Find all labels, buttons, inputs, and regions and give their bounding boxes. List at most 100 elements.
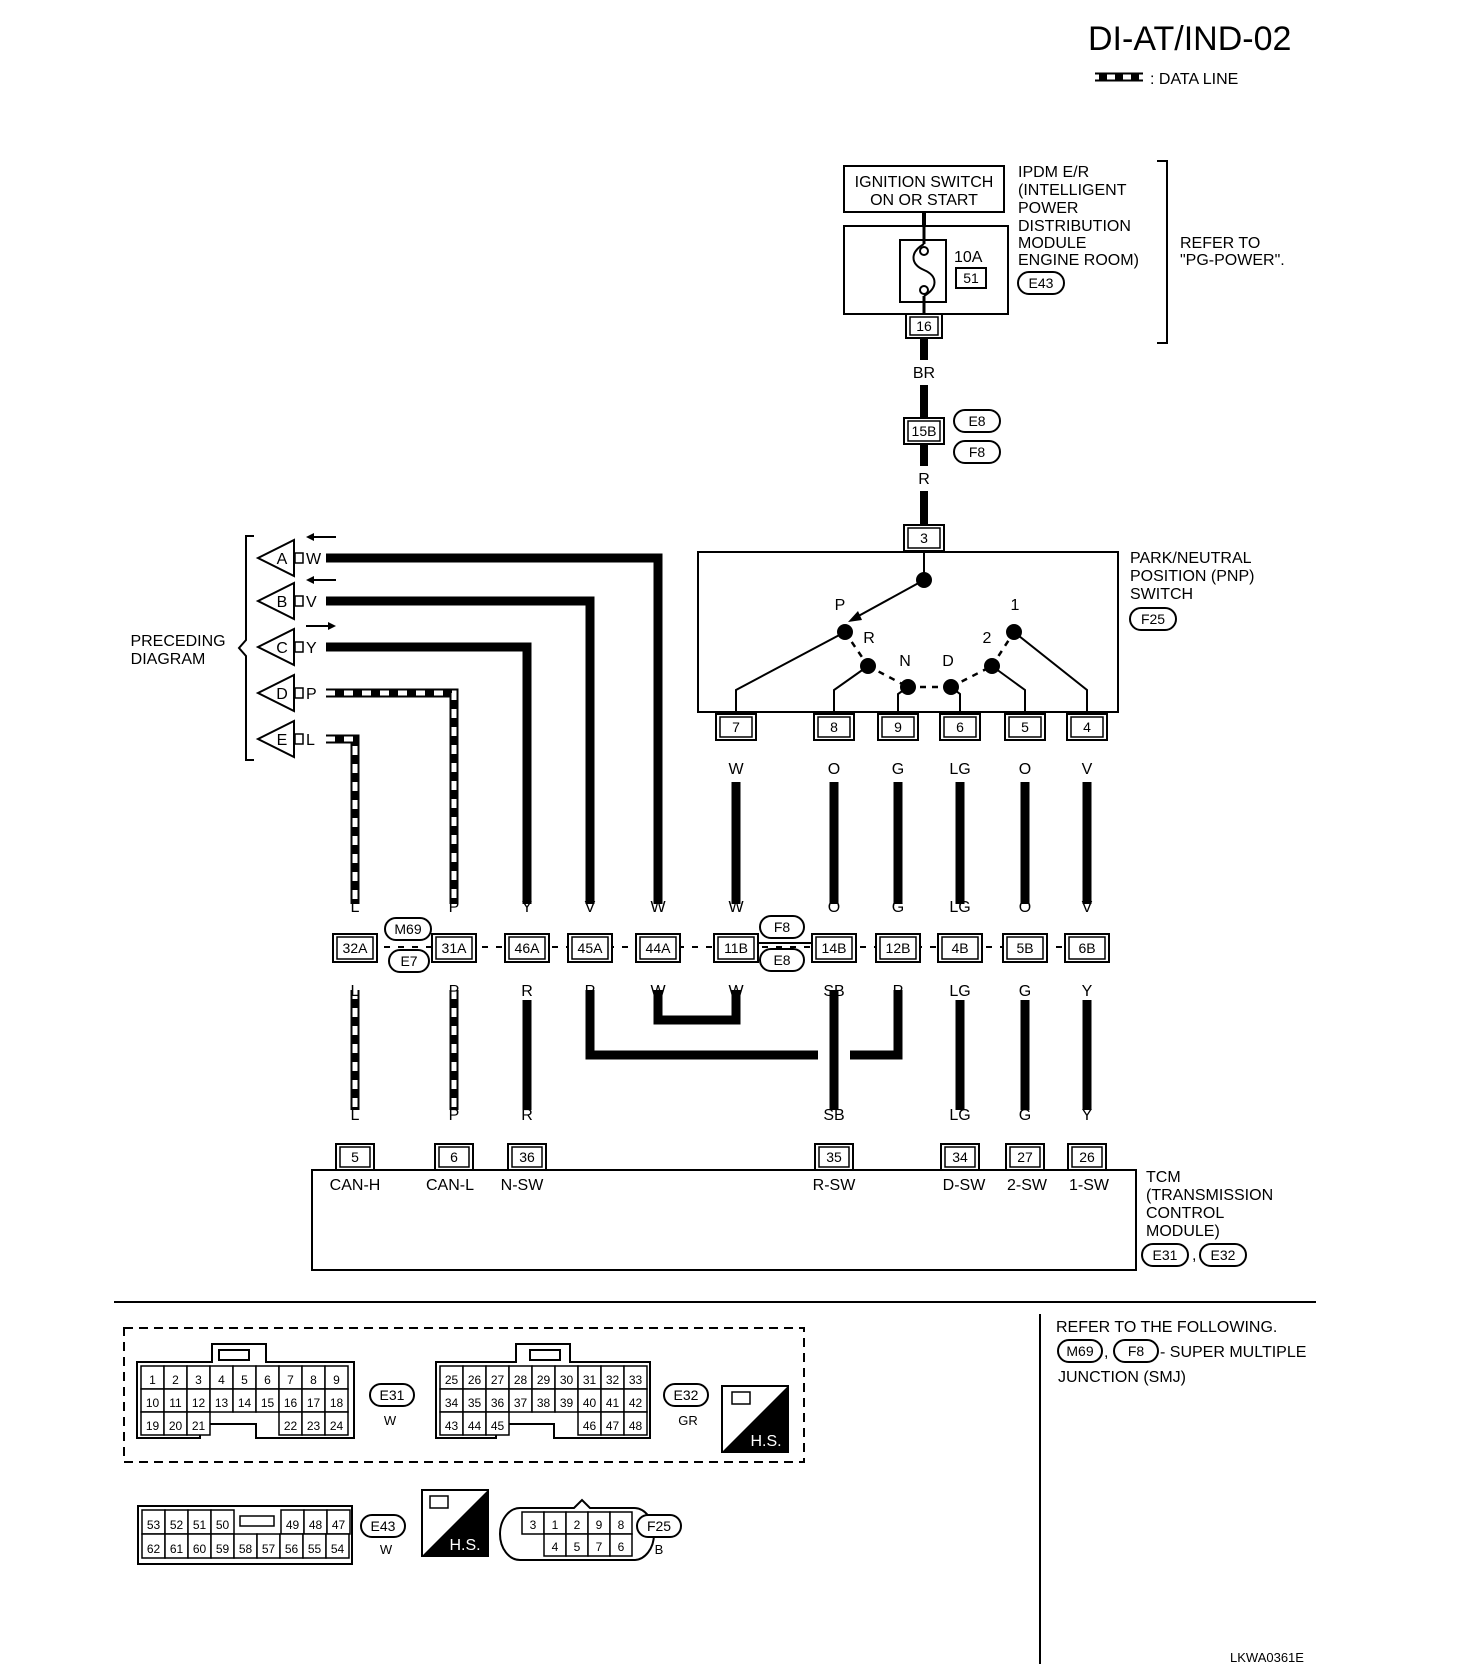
connector-pin-label: 29 bbox=[537, 1373, 551, 1387]
connector-pin-label: 55 bbox=[308, 1542, 322, 1556]
connector-pin-label: 60 bbox=[193, 1542, 207, 1556]
refer-connector-f8: F8 bbox=[1128, 1343, 1145, 1359]
data-line-wires bbox=[326, 688, 459, 1110]
junction-bottom-wire: W bbox=[650, 983, 666, 1000]
refer-connector-m69: M69 bbox=[1066, 1343, 1093, 1359]
junction-top-wire: W bbox=[728, 899, 744, 916]
pnp-pins: 7 W 8 O 9 G 6 LG 5 O bbox=[715, 713, 1108, 778]
wire-color-br: BR bbox=[913, 365, 935, 382]
hand-icon bbox=[731, 1391, 751, 1405]
connector-pin-label: 28 bbox=[514, 1373, 528, 1387]
junction-connector-f8: F8 bbox=[774, 919, 791, 935]
connector-pin-label: 38 bbox=[537, 1396, 551, 1410]
tcm-pin-number: 6 bbox=[450, 1149, 458, 1165]
connector-pin-label: 59 bbox=[216, 1542, 230, 1556]
tcm-pin: P 6 CAN-L bbox=[426, 1107, 474, 1194]
junction-pin-number: 31A bbox=[442, 940, 468, 956]
pnp-pin: 4 V bbox=[1066, 713, 1108, 778]
pnp-wire-color: O bbox=[1019, 761, 1031, 778]
pnp-pin: 5 O bbox=[1004, 713, 1046, 778]
preceding-item: C Y bbox=[255, 622, 336, 667]
connector-cell bbox=[186, 1411, 211, 1436]
junction-top-wire: L bbox=[351, 899, 360, 916]
junction-bottom-wire: P bbox=[893, 983, 904, 1000]
ignition-switch-label: IGNITION SWITCH bbox=[855, 174, 994, 191]
junction-bottom-wire: Y bbox=[1082, 983, 1093, 1000]
connector-pin-label: 11 bbox=[169, 1396, 182, 1410]
junction-pin: V 45A P bbox=[567, 899, 613, 1000]
connector-pin-label: 9 bbox=[333, 1373, 340, 1387]
refer-note-heading: REFER TO THE FOLLOWING. bbox=[1056, 1319, 1277, 1336]
data-line-legend-label: : DATA LINE bbox=[1150, 71, 1238, 88]
ipdm-name-line: DISTRIBUTION bbox=[1018, 218, 1131, 235]
connector-pin-label: 17 bbox=[307, 1396, 321, 1410]
connector-pin-label: 2 bbox=[574, 1518, 581, 1532]
connector-face-id: E43 bbox=[371, 1518, 396, 1534]
ipdm-name-line: (INTELLIGENT bbox=[1018, 182, 1127, 199]
junction-pin-number: 44A bbox=[646, 940, 672, 956]
connector-pin-label: 14 bbox=[238, 1396, 252, 1410]
connector-pin-label: 3 bbox=[195, 1373, 202, 1387]
hand-icon bbox=[429, 1495, 449, 1509]
connector-cell bbox=[324, 1411, 349, 1436]
connector-cell bbox=[485, 1411, 510, 1436]
position-d-label: D bbox=[942, 653, 954, 670]
tcm-name-line: (TRANSMISSION bbox=[1146, 1187, 1273, 1204]
feed-junction-pin: 15B bbox=[912, 423, 937, 439]
ignition-switch-state: ON OR START bbox=[870, 192, 978, 209]
connector-pin-label: 1 bbox=[552, 1518, 559, 1532]
junction-pin: L 32A L bbox=[332, 899, 378, 1000]
connector-pin-label: 36 bbox=[491, 1396, 505, 1410]
junction-pin-number: 5B bbox=[1016, 940, 1033, 956]
junction-pin-number: 6B bbox=[1078, 940, 1095, 956]
junction-bottom-wire: L bbox=[351, 983, 360, 1000]
tcm-wire-color: R bbox=[521, 1107, 533, 1124]
junction-pin-number: 12B bbox=[886, 940, 911, 956]
ipdm-module: IGNITION SWITCH ON OR START 10A 51 16 IP… bbox=[843, 160, 1285, 344]
connector-pin-label: 57 bbox=[262, 1542, 276, 1556]
connector-pin-label: 6 bbox=[618, 1540, 625, 1554]
connector-pin-label: 1 bbox=[149, 1373, 156, 1387]
connector-pin-label: 18 bbox=[330, 1396, 344, 1410]
junction-bottom-wire: SB bbox=[823, 983, 844, 1000]
tcm-name: TCM bbox=[1146, 1169, 1181, 1186]
connector-pin-label: 7 bbox=[596, 1540, 603, 1554]
tcm-wire-color: LG bbox=[949, 1107, 970, 1124]
tcm-pin: LG 34 D-SW bbox=[940, 1107, 986, 1194]
tcm-pin-function: 2-SW bbox=[1007, 1177, 1048, 1194]
refer-separator: , bbox=[1104, 1344, 1108, 1361]
connector-pin-label: 33 bbox=[629, 1373, 643, 1387]
tcm-pin-number: 27 bbox=[1017, 1149, 1033, 1165]
tcm-name-line: CONTROL bbox=[1146, 1205, 1224, 1222]
junction-pin: V 6B Y bbox=[1064, 899, 1110, 1000]
connector-pin-label: 19 bbox=[146, 1419, 160, 1433]
connector-pin-label: 34 bbox=[445, 1396, 459, 1410]
refer-note: REFER TO THE FOLLOWING. M69 , F8 - SUPER… bbox=[1056, 1319, 1306, 1386]
junction-top-wire: Y bbox=[522, 899, 533, 916]
junction-top-wire: LG bbox=[949, 899, 970, 916]
fuse-symbol bbox=[912, 243, 936, 297]
tcm-pins: L 5 CAN-H P 6 CAN-L R 36 N-SW SB 35 R-SW bbox=[330, 1107, 1110, 1194]
junction-pin-number: 46A bbox=[515, 940, 541, 956]
preceding-item: D P bbox=[255, 673, 317, 713]
refer-to-label: REFER TO bbox=[1180, 235, 1260, 252]
junction-bottom-wire: W bbox=[728, 983, 744, 1000]
tcm-pin-function: N-SW bbox=[501, 1177, 545, 1194]
hs-label: H.S. bbox=[449, 1537, 480, 1554]
connector-color: GR bbox=[678, 1413, 698, 1428]
connector-cell bbox=[325, 1533, 350, 1559]
tcm-connector-e31: E31 bbox=[1153, 1247, 1178, 1263]
position-2-label: 2 bbox=[983, 630, 992, 647]
tcm-pin-function: CAN-H bbox=[330, 1177, 381, 1194]
wire-v-b bbox=[326, 596, 595, 904]
refer-smj-label-line: JUNCTION (SMJ) bbox=[1058, 1369, 1186, 1386]
connector-pin-label: 54 bbox=[331, 1542, 345, 1556]
figure-code: LKWA0361E bbox=[1230, 1650, 1304, 1665]
junction-bottom-wire: R bbox=[521, 983, 533, 1000]
pnp-wire-color: G bbox=[892, 761, 904, 778]
preceding-item-letter: D bbox=[276, 686, 288, 703]
